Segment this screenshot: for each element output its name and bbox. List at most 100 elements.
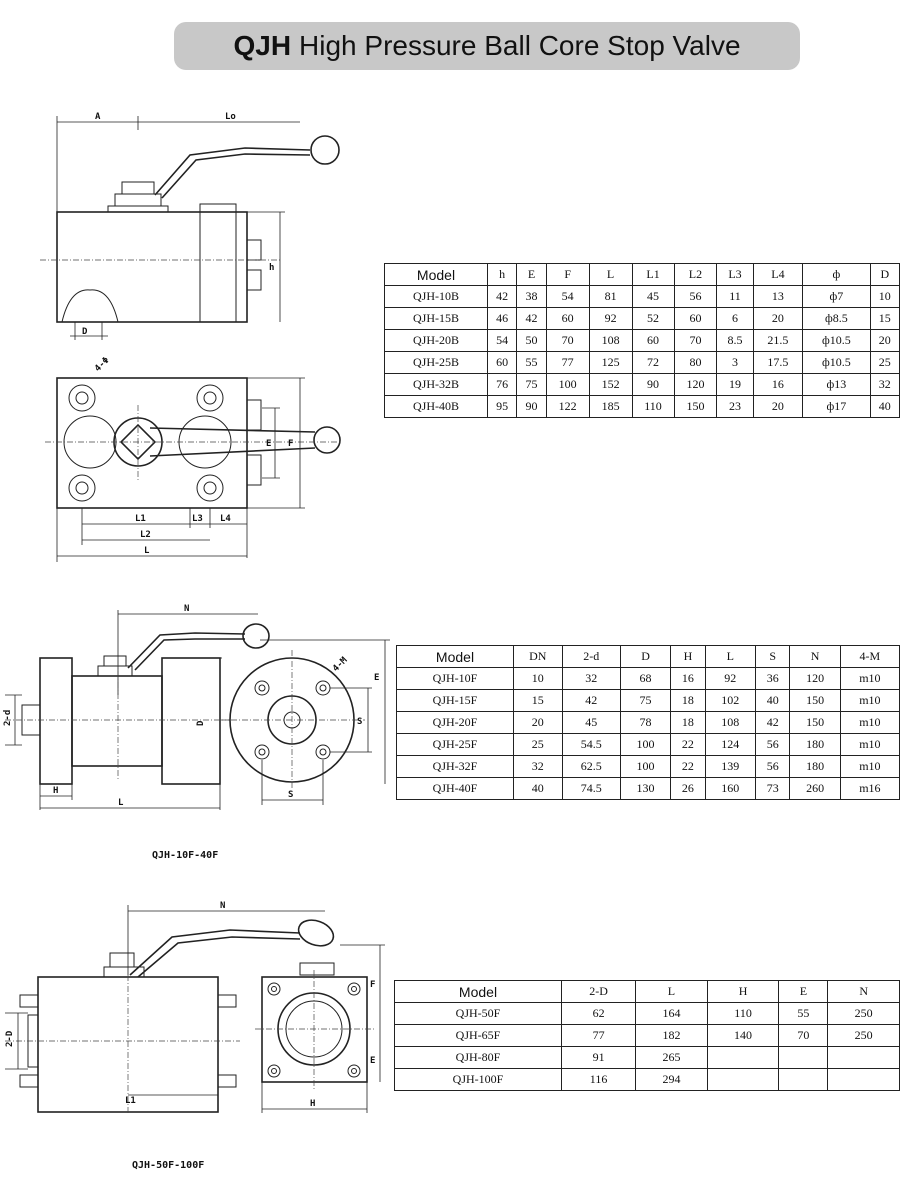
- table-cell: 294: [635, 1068, 708, 1091]
- table-cell: 102: [704, 689, 756, 712]
- table-cell: 150: [789, 711, 841, 734]
- table-cell: 20: [752, 395, 804, 418]
- table-cell: 54: [486, 329, 518, 352]
- table-cell: 25: [869, 351, 900, 374]
- dim-lo: Lo: [225, 112, 236, 122]
- table-header-row: Model h E F L L1 L2 L3 L4 ф D: [384, 263, 900, 286]
- table-cell: ф10.5: [802, 351, 871, 374]
- table-header: S: [754, 645, 791, 668]
- dim-l1-large: L1: [125, 1096, 136, 1106]
- table-cell: 150: [673, 395, 718, 418]
- table-cell: QJH-80F: [394, 1046, 562, 1069]
- table-cell: 10: [869, 285, 900, 308]
- table-cell: 124: [704, 733, 756, 756]
- table-cell: QJH-10F: [396, 667, 514, 690]
- table-cell: 75: [619, 689, 672, 712]
- table-cell: QJH-25B: [384, 351, 488, 374]
- table-cell: 60: [631, 329, 675, 352]
- drawing-f-series-large: N 2-D L1 F E H: [5, 901, 385, 1115]
- table-cell: 164: [635, 1002, 708, 1025]
- table-cell: 45: [561, 711, 621, 734]
- table-cell: 21.5: [752, 329, 804, 352]
- table-header-row: Model 2-D L H E N: [394, 980, 900, 1003]
- table-cell: QJH-40F: [396, 777, 514, 800]
- table-cell: 13: [752, 285, 804, 308]
- table-cell: 32: [561, 667, 621, 690]
- caption-large-flange: QJH-50F-100F: [132, 1160, 205, 1171]
- table-cell: 116: [560, 1068, 637, 1091]
- table-header: DN: [513, 645, 563, 668]
- table-cell: 16: [670, 667, 706, 690]
- table-cell: 50: [516, 329, 547, 352]
- table-cell: 42: [516, 307, 547, 330]
- table-cell: 42: [561, 689, 621, 712]
- table-header: Model: [384, 263, 488, 286]
- table-cell: 250: [827, 1002, 900, 1025]
- table-cell: QJH-32B: [384, 373, 488, 396]
- table-cell: [827, 1046, 900, 1069]
- table-header: Model: [394, 980, 562, 1003]
- table-cell: 26: [670, 777, 706, 800]
- table-cell: 6: [716, 307, 754, 330]
- table-cell: 56: [754, 733, 791, 756]
- table-header: E: [778, 980, 829, 1003]
- table-cell: 62: [560, 1002, 637, 1025]
- table-cell: 40: [869, 395, 900, 418]
- table-header: L2: [673, 263, 718, 286]
- table-cell: 16: [752, 373, 804, 396]
- table-header: 2-d: [561, 645, 621, 668]
- table-header: 4-M: [839, 645, 900, 668]
- table-cell: 160: [704, 777, 756, 800]
- table-header: E: [516, 263, 547, 286]
- dim-l3: L3: [192, 514, 203, 524]
- table-cell: QJH-10B: [384, 285, 488, 308]
- table-cell: QJH-50F: [394, 1002, 562, 1025]
- table-cell: 130: [619, 777, 672, 800]
- table-cell: 42: [754, 711, 791, 734]
- table-cell: 70: [778, 1024, 829, 1047]
- table-cell: ф13: [802, 373, 871, 396]
- table-cell: m10: [839, 689, 900, 712]
- table-cell: [706, 1068, 780, 1091]
- table-cell: 22: [670, 755, 706, 778]
- table-cell: 73: [754, 777, 791, 800]
- table-cell: 3: [716, 351, 754, 374]
- dim-n-large: N: [220, 901, 225, 911]
- table-cell: ф8.5: [802, 307, 871, 330]
- table-cell: [706, 1046, 780, 1069]
- dim-l: L: [144, 546, 150, 556]
- dim-2d-large: 2-D: [5, 1030, 15, 1047]
- table-cell: 60: [673, 307, 718, 330]
- table-cell: 122: [545, 395, 590, 418]
- table-cell: 100: [619, 733, 672, 756]
- table-cell: 74.5: [561, 777, 621, 800]
- table-cell: QJH-25F: [396, 733, 514, 756]
- drawing-f-series-small: N 2-d D H L 4-M E S S: [3, 604, 390, 810]
- dim-d: D: [82, 327, 88, 337]
- table-header: h: [486, 263, 518, 286]
- table-cell: QJH-65F: [394, 1024, 562, 1047]
- table-cell: 32: [513, 755, 563, 778]
- dim-d-flange: D: [196, 720, 206, 726]
- table-cell: 20: [513, 711, 563, 734]
- table-cell: 185: [588, 395, 633, 418]
- table-cell: m10: [839, 711, 900, 734]
- dim-e-large: E: [370, 1056, 375, 1066]
- dim-2d: 2-d: [3, 710, 13, 726]
- table-cell: QJH-100F: [394, 1068, 562, 1091]
- table-header: ф: [802, 263, 871, 286]
- table-header-row: Model DN 2-d D H L S N 4-M: [396, 645, 900, 668]
- dim-l4: L4: [220, 514, 231, 524]
- dim-f: F: [288, 439, 293, 449]
- table-cell: m10: [839, 755, 900, 778]
- table-cell: 180: [789, 733, 841, 756]
- table-header: L: [635, 980, 708, 1003]
